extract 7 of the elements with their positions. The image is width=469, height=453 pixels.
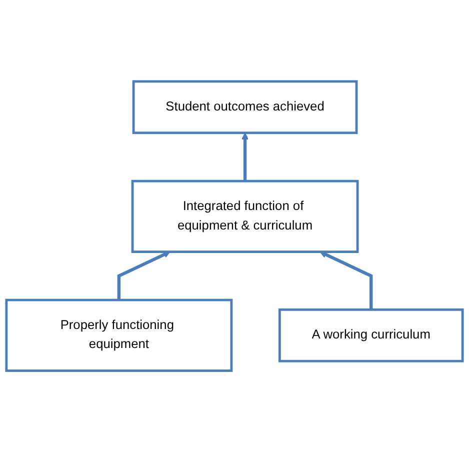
node-box: Student outcomes achieved — [132, 80, 358, 134]
arrow — [242, 132, 249, 182]
node-box: Properly functioning equipment — [5, 299, 233, 372]
arrow — [117, 252, 170, 300]
node-box: Integrated function of equipment & curriculum — [131, 180, 359, 254]
node-box: A working curriculum — [278, 308, 464, 363]
arrow — [320, 252, 373, 310]
